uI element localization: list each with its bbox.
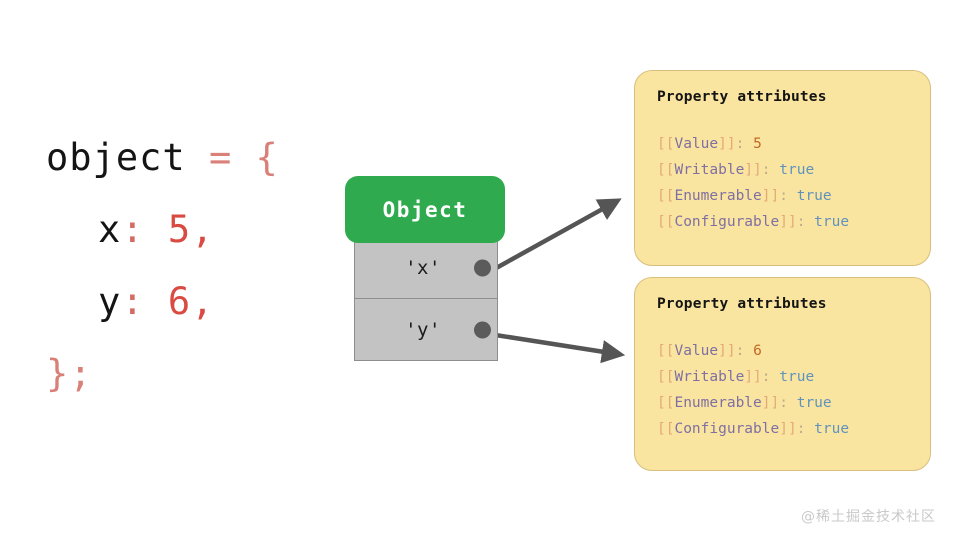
card-title: Property attributes xyxy=(657,89,827,105)
attribute-bracket-open: [[ xyxy=(657,162,675,178)
property-attributes-card-x: Property attributes [[Value]]: 5[[Writab… xyxy=(634,70,931,266)
code-line: }; xyxy=(46,338,279,410)
attribute-name: Configurable xyxy=(674,214,780,230)
code-snippet: object = {x: 5,y: 6,}; xyxy=(46,122,279,410)
code-token: }; xyxy=(46,352,93,395)
attribute-name: Writable xyxy=(674,162,745,178)
object-property-rows: 'x' 'y' xyxy=(354,236,498,361)
code-token: = xyxy=(208,136,233,179)
attribute-value: true xyxy=(796,395,832,411)
attribute-bracket-close: ]] xyxy=(761,188,780,204)
attribute-bracket-open: [[ xyxy=(657,369,675,385)
attribute-separator: : xyxy=(735,136,754,152)
property-key-label: 'y' xyxy=(405,318,441,341)
attribute-value: 6 xyxy=(753,343,762,359)
attribute-bracket-open: [[ xyxy=(657,343,675,359)
watermark: @稀土掘金技术社区 xyxy=(801,509,936,525)
code-token xyxy=(232,136,255,179)
attribute-value: true xyxy=(779,369,815,385)
attribute-row: [[Configurable]]: true xyxy=(657,416,908,442)
attribute-row: [[Enumerable]]: true xyxy=(657,390,908,416)
connector-arrow xyxy=(488,331,626,364)
attribute-bracket-close: ]] xyxy=(779,421,797,437)
attribute-row: [[Value]]: 5 xyxy=(657,131,908,157)
attribute-name: Enumerable xyxy=(674,395,762,411)
attribute-bracket-close: ]] xyxy=(718,343,736,359)
attribute-bracket-open: [[ xyxy=(657,395,675,411)
code-line: x: 5, xyxy=(46,194,279,266)
attribute-separator: : xyxy=(735,343,754,359)
code-line: y: 6, xyxy=(46,266,279,338)
code-token: { xyxy=(255,136,279,179)
code-token xyxy=(145,280,168,323)
attribute-separator: : xyxy=(779,188,797,204)
attribute-list: [[Value]]: 5[[Writable]]: true[[Enumerab… xyxy=(657,131,908,235)
code-token: : xyxy=(121,208,145,251)
code-token: object xyxy=(46,136,186,179)
attribute-value: true xyxy=(796,188,832,204)
object-box-title: Object xyxy=(382,197,468,222)
attribute-row: [[Value]]: 6 xyxy=(657,338,908,364)
property-key-label: 'x' xyxy=(405,256,441,279)
attribute-value: true xyxy=(814,214,850,230)
attribute-separator: : xyxy=(796,214,815,230)
attribute-separator: : xyxy=(779,395,797,411)
attribute-name: Writable xyxy=(674,369,745,385)
attribute-name: Configurable xyxy=(674,421,780,437)
object-box: 'x' 'y' Object xyxy=(345,176,505,361)
code-token xyxy=(145,208,168,251)
attribute-separator: : xyxy=(761,162,780,178)
attribute-row: [[Writable]]: true xyxy=(657,157,908,183)
code-token xyxy=(186,136,209,179)
attribute-row: [[Writable]]: true xyxy=(657,364,908,390)
code-token: y xyxy=(98,280,122,323)
attribute-value: true xyxy=(814,421,850,437)
code-line: object = { xyxy=(46,122,279,194)
card-title: Property attributes xyxy=(657,296,827,312)
attribute-bracket-open: [[ xyxy=(657,214,675,230)
property-link-dot-icon xyxy=(474,321,491,338)
object-property-row[interactable]: 'y' xyxy=(355,298,497,360)
attribute-row: [[Enumerable]]: true xyxy=(657,183,908,209)
attribute-list: [[Value]]: 6[[Writable]]: true[[Enumerab… xyxy=(657,338,908,442)
attribute-bracket-open: [[ xyxy=(657,421,675,437)
attribute-separator: : xyxy=(761,369,780,385)
property-link-dot-icon xyxy=(474,259,491,276)
code-token: : xyxy=(121,280,145,323)
attribute-separator: : xyxy=(796,421,815,437)
attribute-bracket-close: ]] xyxy=(761,395,780,411)
attribute-value: 5 xyxy=(753,136,762,152)
attribute-row: [[Configurable]]: true xyxy=(657,209,908,235)
attribute-value: true xyxy=(779,162,815,178)
object-box-header: Object xyxy=(345,176,505,243)
attribute-bracket-close: ]] xyxy=(744,162,762,178)
attribute-bracket-open: [[ xyxy=(657,136,675,152)
attribute-bracket-close: ]] xyxy=(718,136,736,152)
object-property-row[interactable]: 'x' xyxy=(355,237,497,298)
attribute-name: Value xyxy=(674,343,719,359)
attribute-name: Value xyxy=(674,136,719,152)
connector-arrow xyxy=(487,198,622,274)
attribute-bracket-open: [[ xyxy=(657,188,675,204)
attribute-name: Enumerable xyxy=(674,188,762,204)
property-attributes-card-y: Property attributes [[Value]]: 6[[Writab… xyxy=(634,277,931,471)
code-token: x xyxy=(98,208,122,251)
attribute-bracket-close: ]] xyxy=(744,369,762,385)
code-token: 5, xyxy=(167,208,215,251)
code-token: 6, xyxy=(167,280,215,323)
attribute-bracket-close: ]] xyxy=(779,214,797,230)
